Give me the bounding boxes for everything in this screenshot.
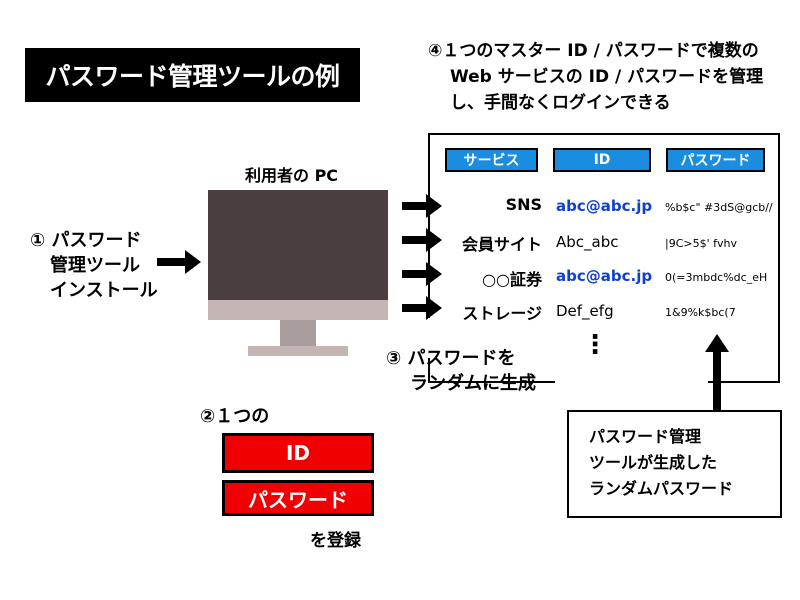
site-password-member: |9C>5$' fvhv: [665, 237, 737, 250]
step1-line-2: 管理ツール: [50, 255, 140, 276]
register-label: を登録: [310, 531, 361, 551]
pc-monitor: [208, 190, 388, 320]
header-password: パスワード: [666, 148, 765, 172]
header-id: ID: [553, 148, 651, 172]
box-border-gap-left: [426, 318, 432, 358]
site-id-storage: Def_efg: [556, 302, 614, 320]
pc-label: 利用者の PC: [245, 166, 339, 185]
header-service: サービス: [445, 148, 538, 172]
pc-stand-base: [248, 346, 348, 356]
site-name-member: 会員サイト: [461, 235, 542, 254]
password-box: パスワード: [222, 480, 374, 516]
site-id-sns: abc@abc.jp: [556, 197, 653, 215]
arrow-to-member-icon: [402, 228, 442, 252]
step3-generate: ③ パスワードを ランダムに生成: [386, 346, 536, 396]
arrow-to-securities-icon: [402, 262, 442, 286]
pc-stand-bezel: [208, 300, 388, 320]
arrow-install-icon: [157, 250, 201, 274]
generated-password-note: パスワード管理 ツールが生成した ランダムパスワード: [567, 410, 782, 518]
arrow-up-to-password-icon: [705, 334, 729, 410]
site-id-securities: abc@abc.jp: [556, 267, 653, 285]
site-name-storage: ストレージ: [462, 304, 542, 323]
diagram-title: パスワード管理ツールの例: [25, 48, 360, 102]
site-password-sns: %b$c" #3dS@gcb//: [665, 201, 773, 214]
step2-label: ②１つの: [200, 406, 270, 427]
arrow-to-storage-icon: [402, 296, 442, 320]
box-border-gap-bottom: [555, 378, 708, 386]
callout-master-login: ④１つのマスター ID / パスワードで複数の Web サービスの ID / パ…: [428, 38, 763, 116]
step1-line-1: ① パスワード: [30, 230, 142, 251]
arrow-to-sns-icon: [402, 194, 442, 218]
site-password-securities: 0(=3mbdc%dc_eH: [665, 271, 768, 284]
callout-line-2: Web サービスの ID / パスワードを管理: [450, 67, 764, 87]
site-name-securities: ○○証券: [482, 270, 542, 289]
callout-line-1: ④１つのマスター ID / パスワードで複数の: [428, 41, 759, 61]
note-line-2: ツールが生成した: [589, 453, 718, 472]
step1-line-3: インストール: [50, 280, 158, 301]
step3-line-1: ③ パスワードを: [386, 348, 516, 369]
more-sites-ellipsis: ⋮: [582, 330, 608, 360]
pc-stand-neck: [280, 320, 316, 346]
step3-line-2: ランダムに生成: [410, 373, 536, 394]
step1-install: ① パスワード 管理ツール インストール: [30, 228, 158, 303]
note-line-3: ランダムパスワード: [589, 479, 734, 498]
callout-line-3: し、手間なくログインできる: [450, 93, 671, 113]
site-id-member: Abc_abc: [556, 233, 619, 251]
id-box: ID: [222, 433, 374, 473]
site-name-sns: SNS: [505, 195, 542, 214]
note-line-1: パスワード管理: [589, 427, 702, 446]
site-password-storage: 1&9%k$bc(7: [665, 306, 736, 319]
